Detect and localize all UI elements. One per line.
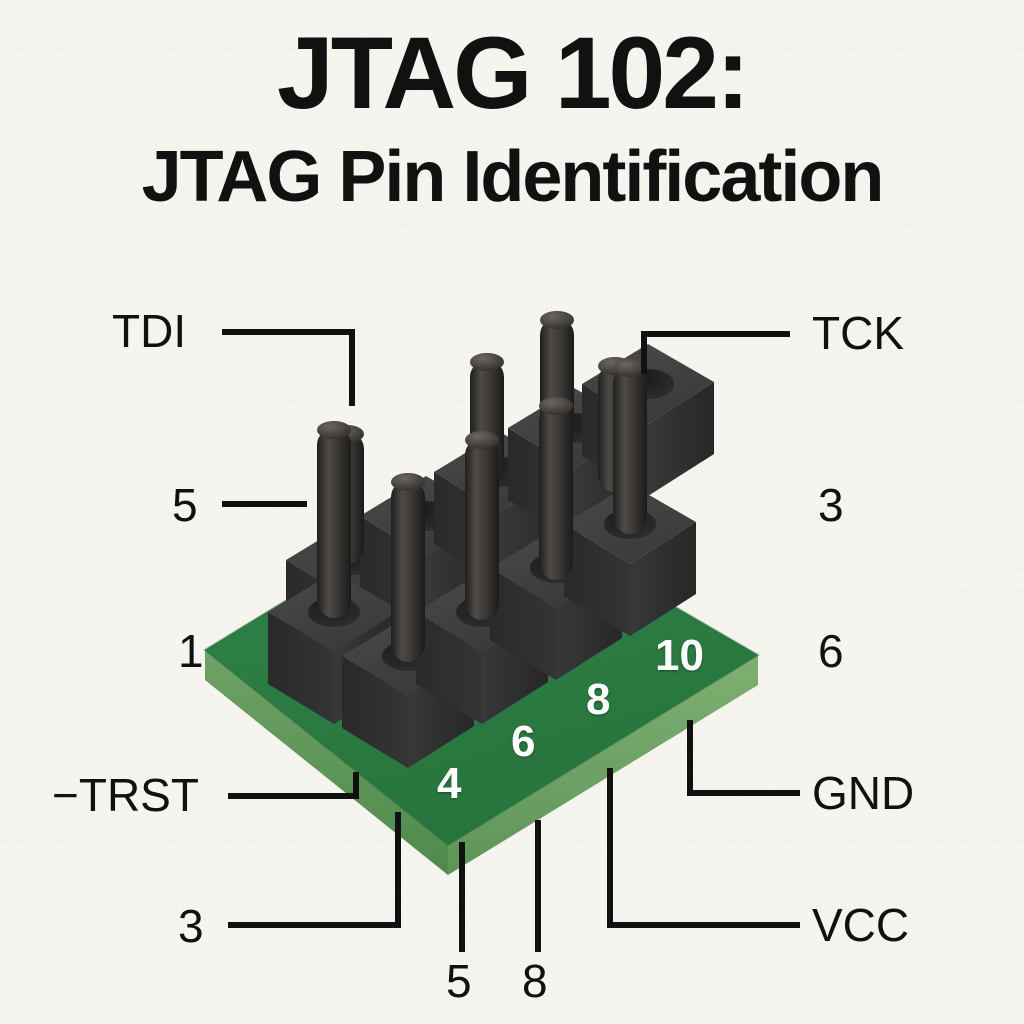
silkscreen-number-4: 4 [437, 759, 462, 808]
pin-number-bottom-8: 8 [522, 955, 548, 1007]
silkscreen-number-10: 10 [655, 631, 704, 680]
pin-number-left-1: 1 [178, 625, 204, 677]
pin-number-bottom-3: 3 [178, 900, 204, 952]
page-title: JTAG 102: [277, 16, 750, 130]
callout-label-gnd: GND [812, 767, 915, 819]
callout-label-tdi: TDI [112, 305, 187, 357]
pin-number-right-6: 6 [818, 625, 844, 677]
pin-number-right-3: 3 [818, 479, 844, 531]
pin-number-left-5: 5 [172, 479, 198, 531]
pin-number-bottom-5: 5 [446, 955, 472, 1007]
silkscreen-number-6: 6 [511, 717, 536, 766]
callout-label-vcc: VCC [812, 899, 910, 951]
page-subtitle: JTAG Pin Identification [141, 137, 885, 217]
silkscreen-number-8: 8 [586, 675, 611, 724]
callout-label-tck: TCK [812, 307, 904, 359]
pins-front-row [317, 359, 647, 662]
callout-label-trst: −TRST [52, 769, 199, 821]
